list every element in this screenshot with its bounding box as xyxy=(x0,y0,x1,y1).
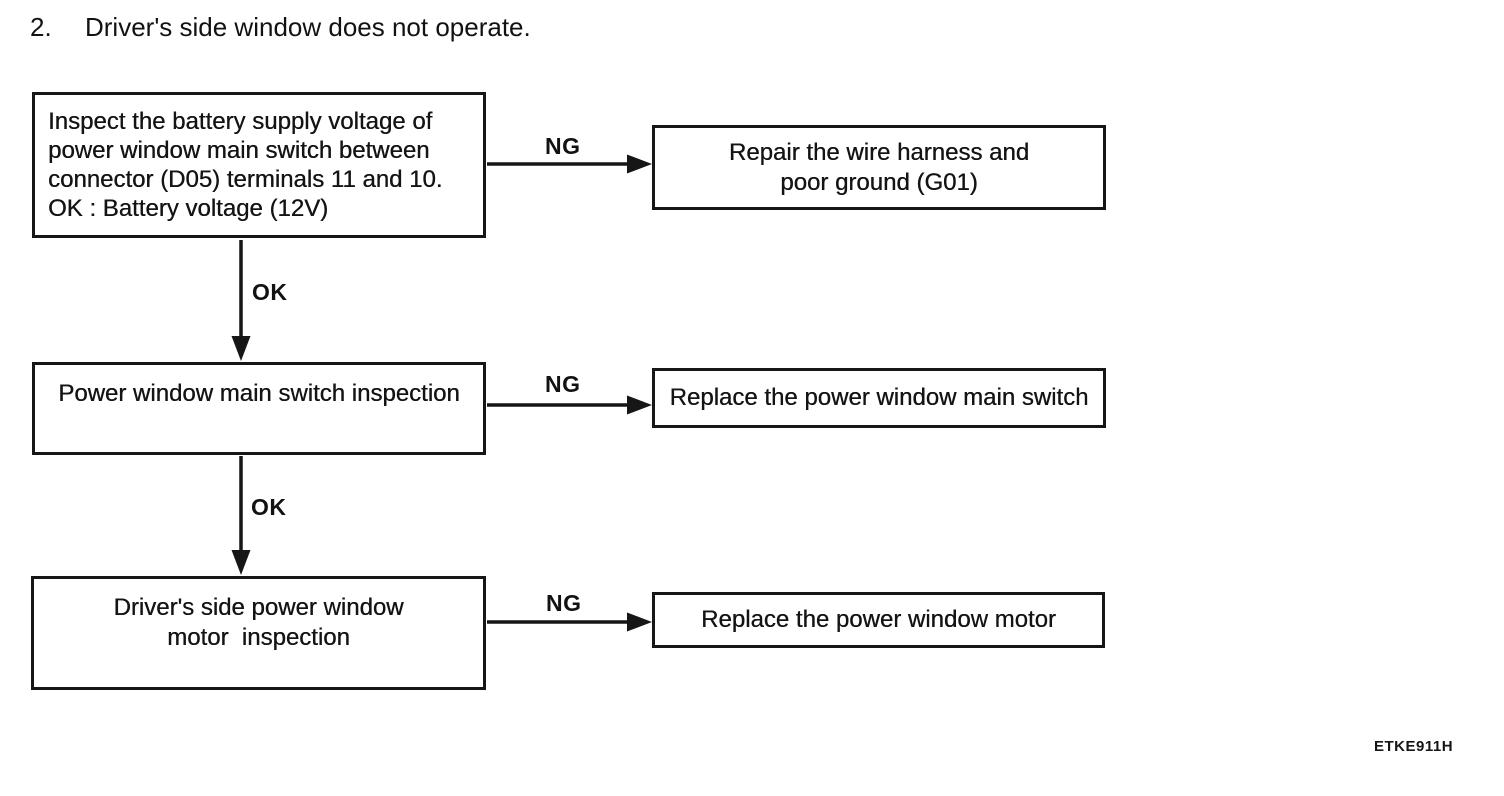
ok-arrow-2 xyxy=(231,456,251,575)
step-text-line: power window main switch between xyxy=(48,137,430,164)
result-box-repair-wire-harness: Repair the wire harness and poor ground … xyxy=(652,125,1106,210)
result-text-line: Replace the power window motor xyxy=(701,606,1056,633)
ng-label-2: NG xyxy=(545,371,581,397)
ng-label-1: NG xyxy=(545,133,581,159)
page-title: Driver's side window does not operate. xyxy=(85,12,531,42)
step-text-line: connector (D05) terminals 11 and 10. xyxy=(48,166,443,193)
step-box-motor-inspection: Driver's side power window motor inspect… xyxy=(31,576,486,690)
ok-arrow-1 xyxy=(231,240,251,361)
ng-arrow-2 xyxy=(487,395,652,415)
step-text-line: OK : Battery voltage (12V) xyxy=(48,195,329,222)
step-text-line: motor inspection xyxy=(167,624,350,651)
result-text-line: poor ground (G01) xyxy=(780,168,978,196)
ok-label-2: OK xyxy=(251,494,287,520)
step-text-line: Inspect the battery supply voltage of xyxy=(48,108,433,135)
result-text-line: Replace the power window main switch xyxy=(669,384,1089,411)
result-box-replace-main-switch: Replace the power window main switch xyxy=(652,368,1106,428)
heading-number: 2. xyxy=(30,12,52,42)
result-box-replace-motor: Replace the power window motor xyxy=(652,592,1105,648)
result-text-line: Repair the wire harness and xyxy=(728,138,1030,166)
step-text-line: Power window main switch inspection xyxy=(58,380,460,407)
step-box-battery-voltage-inspection: Inspect the battery supply voltage of po… xyxy=(32,92,486,238)
figure-code: ETKE911H xyxy=(1374,738,1454,755)
step-box-main-switch-inspection: Power window main switch inspection xyxy=(32,362,486,455)
step-text-line: Driver's side power window xyxy=(113,594,404,621)
ok-label-1: OK xyxy=(252,279,288,305)
ng-label-3: NG xyxy=(546,590,582,616)
